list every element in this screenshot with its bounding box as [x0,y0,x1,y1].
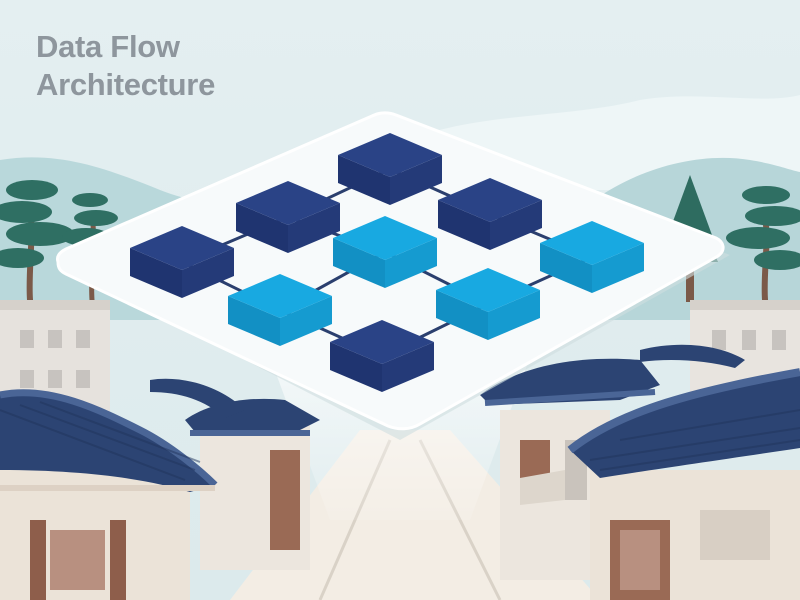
node-n4 [438,178,542,250]
node-face-right [592,243,644,293]
node-face-top [330,320,434,364]
node-face-left [228,296,280,346]
node-face-top [228,274,332,318]
node-face-top [438,178,542,222]
node-face-top [436,268,540,312]
node-n6 [540,221,644,293]
node-face-right [288,203,340,253]
node-face-left [130,248,182,298]
node-face-top [333,216,437,260]
node-face-left [330,342,382,392]
node-face-left [333,238,385,288]
node-face-top [130,226,234,270]
node-face-right [490,200,542,250]
node-n8 [436,268,540,340]
diagram-title: Data Flow Architecture [36,28,215,104]
node-n7 [228,274,332,346]
node-face-left [236,203,288,253]
node-n5 [333,216,437,288]
title-line-2: Architecture [36,67,216,102]
node-face-right [488,290,540,340]
node-face-left [540,243,592,293]
pine-left-2 [62,193,118,303]
node-face-left [436,290,488,340]
hanok-left-large [0,378,245,600]
node-n9 [330,320,434,392]
node-face-top [540,221,644,265]
diagram-nodes [130,133,644,392]
node-n3 [338,133,442,205]
node-n2 [236,181,340,253]
node-face-top [338,133,442,177]
node-face-left [338,155,390,205]
node-face-right [385,238,437,288]
node-n1 [130,226,234,298]
node-face-left [438,200,490,250]
node-face-right [382,342,434,392]
node-face-top [236,181,340,225]
node-face-right [390,155,442,205]
node-face-right [182,248,234,298]
hanok-right-large [567,344,800,600]
title-line-1: Data Flow [36,29,180,64]
pine-right-2 [726,186,800,303]
pine-left-1 [0,180,74,303]
node-face-right [280,296,332,346]
